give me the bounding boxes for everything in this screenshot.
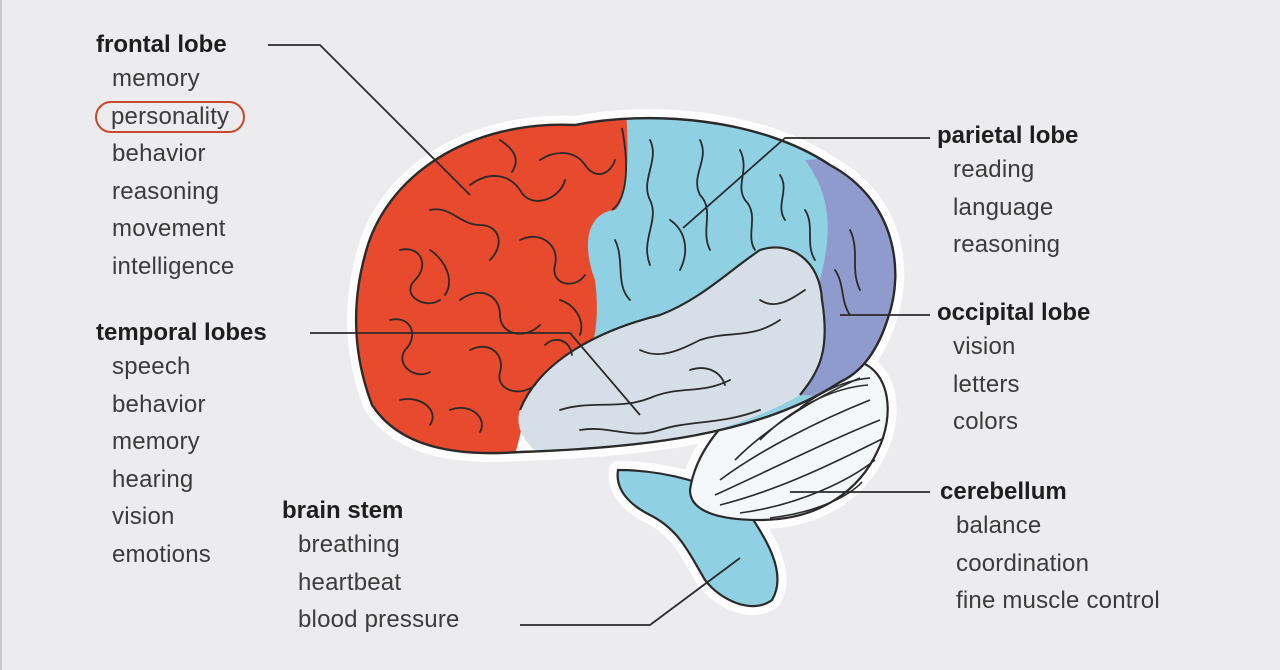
cerebellum-heading: cerebellum	[940, 478, 1067, 505]
frontal-boundary	[611, 127, 627, 211]
function-item: breathing	[298, 526, 460, 564]
highlighted-function-label: personality	[95, 100, 246, 133]
frontal-lobe-heading: frontal lobe	[96, 31, 227, 58]
temporal-lobes-group: temporal lobes speech behavior memory heari…	[96, 318, 267, 573]
occipital-lobe-heading: occipital lobe	[937, 299, 1091, 326]
function-label: blood pressure	[298, 606, 460, 633]
brain-stem-group: brain stem breathing heartbeat blood press…	[282, 496, 460, 639]
occipital-region	[800, 150, 896, 400]
brain-stem-functions: breathing heartbeat blood pressure	[282, 526, 460, 639]
function-item: hearing	[112, 461, 267, 499]
function-label: letters	[953, 370, 1020, 398]
cerebellum-folds	[714, 377, 885, 519]
leader-lines	[268, 44, 930, 626]
function-item: personality	[95, 98, 246, 136]
function-label: reasoning	[953, 231, 1061, 258]
temporal-outline	[518, 246, 826, 411]
function-item: blood pressure	[298, 601, 460, 639]
function-label: movement	[112, 215, 226, 242]
function-label: colors	[953, 408, 1019, 435]
cerebellum-group: cerebellum balance coordination fine muscl…	[940, 477, 1160, 620]
frontal-leader	[268, 44, 471, 196]
function-label: speech	[112, 353, 191, 380]
function-item: behavior	[112, 135, 245, 173]
function-label: emotions	[112, 540, 211, 568]
function-label: language	[953, 193, 1054, 221]
left-border	[0, 0, 2, 670]
function-item: reasoning	[953, 226, 1078, 264]
function-label: memory	[112, 428, 200, 455]
parietal-leader	[682, 137, 930, 229]
function-item: reasoning	[112, 173, 245, 211]
function-item: speech	[112, 348, 267, 386]
function-label: reading	[953, 156, 1035, 183]
function-item: reading	[953, 151, 1078, 189]
temporal-leader	[310, 332, 641, 416]
temporal-gyri	[559, 289, 806, 435]
function-label: intelligence	[112, 252, 235, 280]
function-item: emotions	[112, 536, 267, 574]
function-item: intelligence	[112, 248, 245, 286]
occipital-lobe-group: occipital lobe vision letters colors	[937, 298, 1090, 441]
function-item: behavior	[112, 386, 267, 424]
function-item: movement	[112, 210, 245, 248]
function-label: memory	[112, 65, 200, 92]
parietal-lobe-heading: parietal lobe	[937, 122, 1079, 149]
parietal-gyri	[614, 139, 861, 316]
function-label: coordination	[956, 549, 1090, 577]
function-item: fine muscle control	[956, 582, 1160, 620]
cerebellum-functions: balance coordination fine muscle control	[940, 507, 1160, 620]
occipital-lobe-functions: vision letters colors	[937, 328, 1090, 441]
function-item: letters	[953, 366, 1090, 404]
function-item: memory	[112, 423, 267, 461]
function-item: vision	[953, 328, 1090, 366]
function-item: vision	[112, 498, 267, 536]
temporal-lobes-functions: speech behavior memory hearing vision emotion…	[96, 348, 267, 573]
frontal-lobe-functions: memory personality behavior reasoning moveme…	[95, 60, 246, 286]
brainstem-leader	[520, 557, 741, 626]
function-item: memory	[112, 60, 245, 98]
function-label: hearing	[112, 465, 194, 493]
function-label: reasoning	[112, 177, 220, 205]
temporal-lobes-heading: temporal lobes	[96, 319, 267, 346]
function-item: heartbeat	[298, 564, 460, 602]
function-label: vision	[953, 333, 1016, 360]
parietal-lobe-functions: reading language reasoning	[937, 151, 1078, 264]
frontal-gyri	[389, 139, 616, 433]
parietal-lobe-group: parietal lobe reading language reasoning	[937, 121, 1078, 264]
function-item: balance	[956, 507, 1160, 545]
function-label: breathing	[298, 531, 400, 558]
brain-stem-heading: brain stem	[282, 497, 404, 524]
function-label: fine muscle control	[956, 587, 1160, 614]
function-item: language	[953, 189, 1078, 227]
frontal-lobe-group: frontal lobe memory personality behavior re…	[95, 30, 246, 286]
function-label: balance	[956, 512, 1042, 539]
cerebrum-outline	[354, 116, 897, 455]
function-label: vision	[112, 503, 175, 530]
function-label: heartbeat	[298, 568, 402, 596]
function-label: behavior	[112, 390, 206, 418]
function-label: behavior	[112, 140, 206, 167]
function-item: coordination	[956, 545, 1160, 583]
function-item: colors	[953, 403, 1090, 441]
